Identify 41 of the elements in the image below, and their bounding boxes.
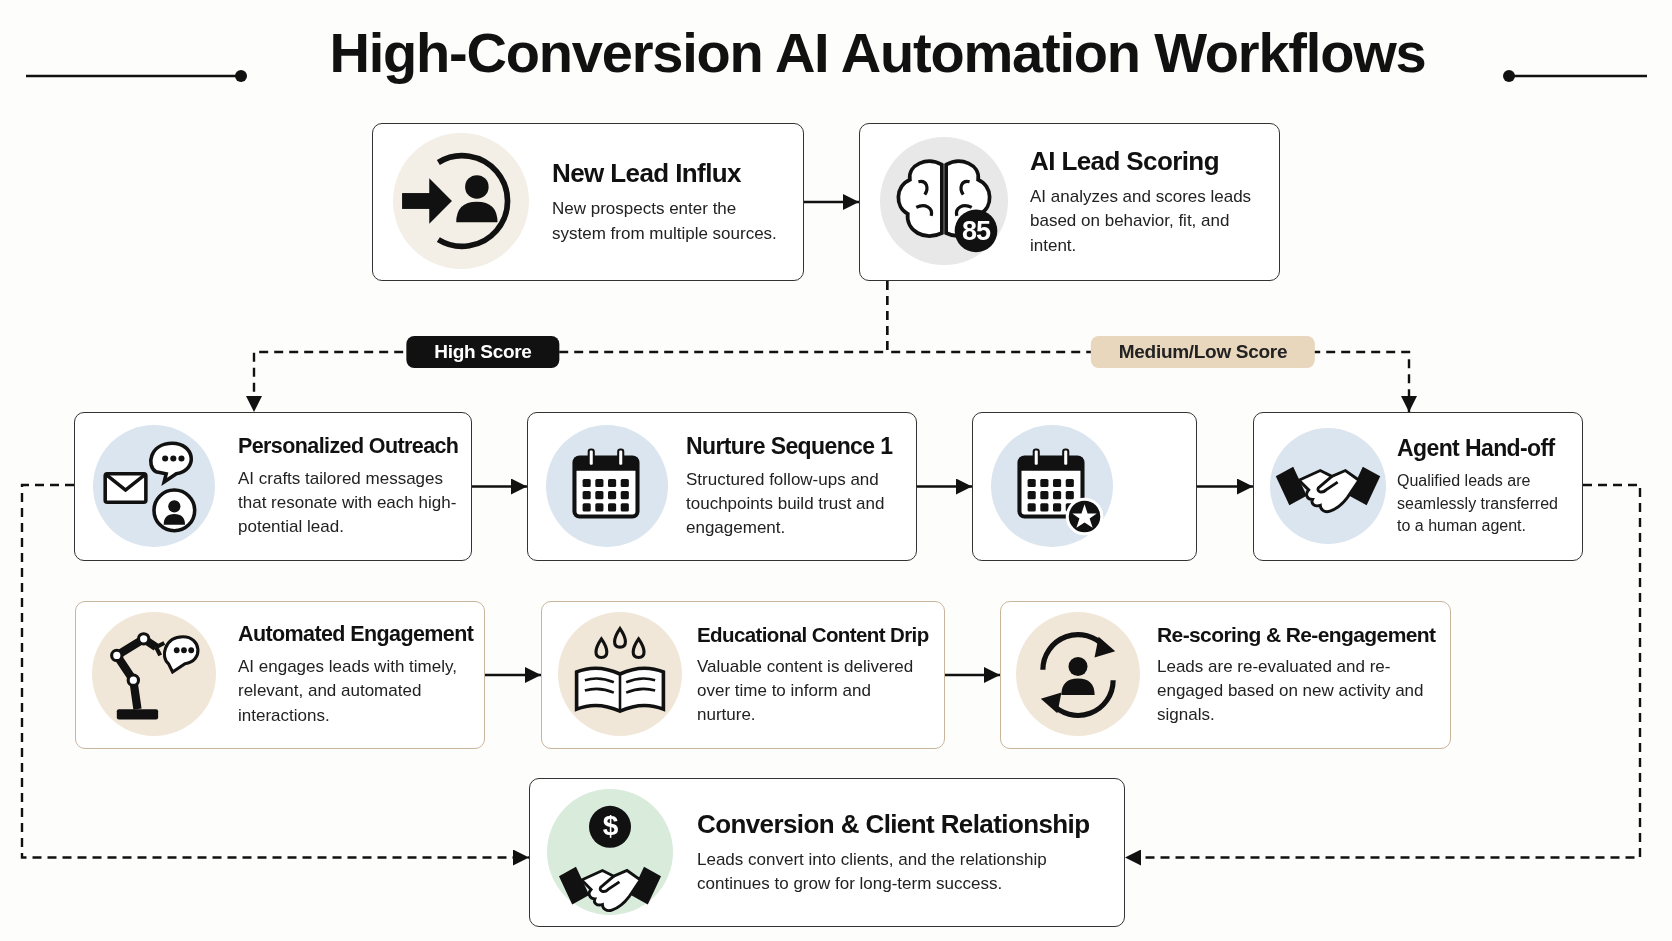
card-description: Leads are re-evaluated and re-engaged based on new activity and signals. [1157, 655, 1425, 727]
card-title: Personalized Outreach [238, 433, 460, 459]
arrow [485, 667, 541, 683]
card-description: AI analyzes and scores leads based on behavior, fit, and intent. [1030, 186, 1253, 257]
process-card [541, 601, 945, 749]
process-card [74, 412, 472, 561]
process-card [859, 123, 1280, 281]
card-description: Structured follow-ups and touchpoints build trust and engagement. [686, 468, 886, 540]
process-card [372, 123, 804, 281]
arrow [1125, 483, 1642, 866]
badge-number: $ [602, 812, 618, 841]
card-description: Valuable content is delivered over time to inform and nurture. [697, 655, 915, 727]
card-title: Automated Engagement [238, 622, 474, 648]
process-card [1253, 412, 1583, 561]
card-description: New prospects enter the system from multiple sources. [552, 198, 778, 245]
card-title: AI Lead Scoring [1030, 146, 1220, 178]
card-title: Nurture Sequence 1 [686, 432, 894, 460]
card-description: AI crafts tailored messages that resonate with each high-potential lead. [238, 467, 458, 539]
arrow [917, 478, 972, 495]
edge-label: High Score [406, 336, 560, 368]
card-title: Re-scoring & Re-engagement [1157, 622, 1437, 647]
process-card [75, 601, 485, 749]
arrow [804, 194, 859, 210]
arrow [945, 667, 1000, 683]
card-title: New Lead Influx [552, 158, 742, 190]
process-card [1000, 601, 1451, 749]
card-title: Educational Content Drip [697, 622, 930, 647]
arrow [472, 478, 527, 495]
card-description: Leads convert into clients, and the relationship continues to grow for long-term success. [697, 848, 1048, 895]
card-title: Conversion & Client Relationship [697, 808, 1091, 840]
process-card [529, 778, 1125, 927]
badge-number: 85 [962, 217, 990, 245]
diagram-title: High-Conversion AI Automation Workflows [328, 20, 1427, 86]
empty-card [972, 412, 1197, 561]
process-card [527, 412, 917, 561]
arrow [20, 483, 529, 866]
card-title: Agent Hand-off [1397, 434, 1557, 462]
arrow [1197, 478, 1253, 495]
card-description: AI engages leads with timely, relevant, and automated interactions. [238, 656, 458, 727]
card-description: Qualified leads are seamlessly transferred to a human agent. [1397, 470, 1559, 537]
edge-label: Medium/Low Score [1090, 336, 1316, 368]
